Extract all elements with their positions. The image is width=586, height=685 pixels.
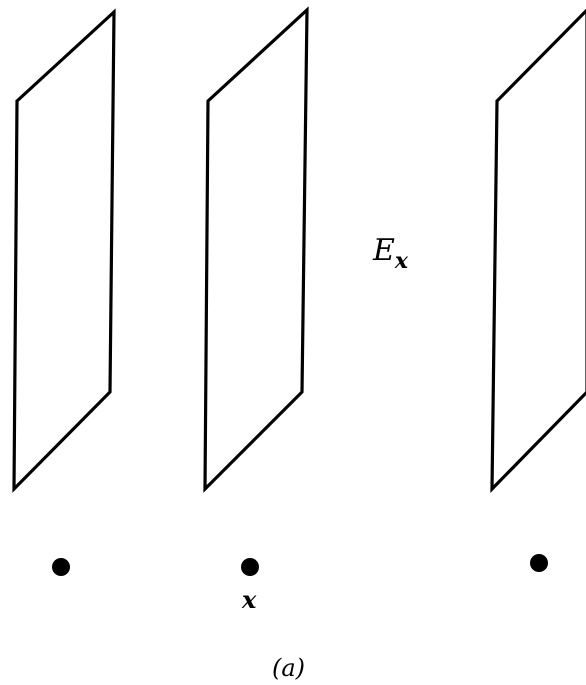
point-right xyxy=(530,554,548,572)
point-middle xyxy=(241,558,259,576)
point-label: x xyxy=(241,585,257,614)
plane-middle xyxy=(203,6,309,493)
plane-left xyxy=(12,8,116,493)
figure-caption: (a) xyxy=(272,654,305,682)
field-symbol: E xyxy=(372,233,395,268)
field-subscript: x xyxy=(394,248,409,274)
plane-right xyxy=(490,8,586,493)
point-left xyxy=(52,558,70,576)
field-label: Ex xyxy=(372,233,409,274)
